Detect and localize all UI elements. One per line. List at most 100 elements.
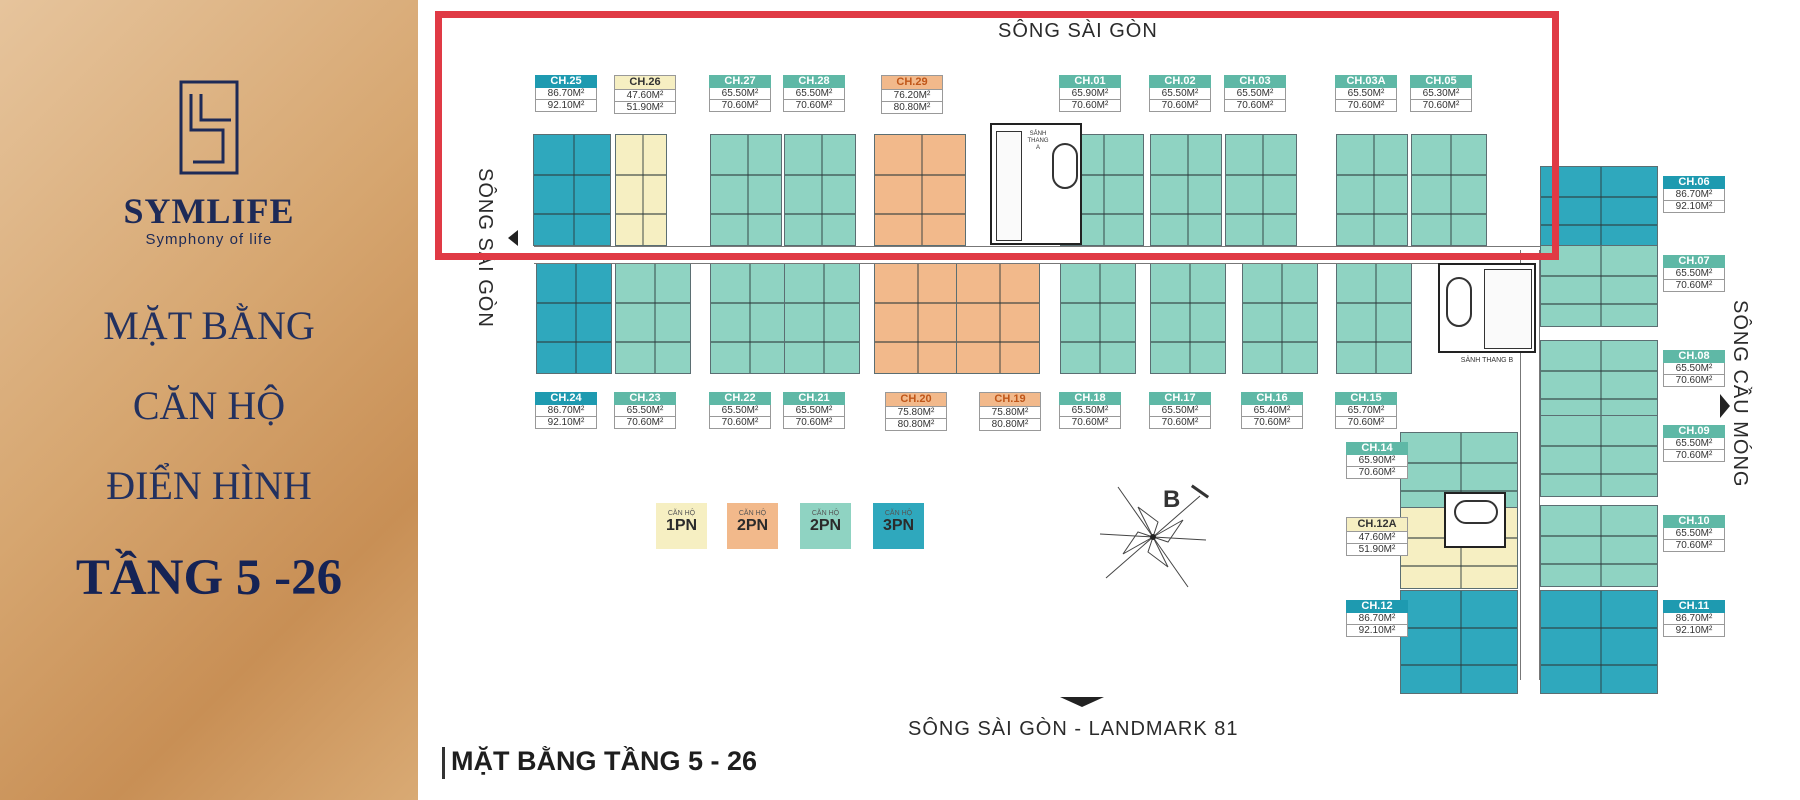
unit-area-gross: 70.60M² [783, 100, 845, 112]
unit-ch-20 [874, 262, 958, 374]
unit-area-net: 65.70M² [1335, 405, 1397, 417]
stair-core-c [1444, 492, 1506, 548]
corridor-east [1520, 250, 1540, 680]
unit-code: CH.12A [1346, 517, 1408, 532]
unit-area-net: 75.80M² [885, 407, 947, 419]
compass-rose-icon [1099, 486, 1207, 588]
unit-area-net: 86.70M² [1346, 613, 1408, 625]
unit-area-gross: 51.90M² [614, 102, 676, 114]
unit-area-net: 65.50M² [1663, 438, 1725, 450]
unit-code: CH.18 [1059, 392, 1121, 405]
unit-code: CH.25 [535, 75, 597, 88]
unit-area-net: 65.50M² [1663, 268, 1725, 280]
unit-code: CH.08 [1663, 350, 1725, 363]
lobby-a-label: SẢNH THANG A [1027, 131, 1049, 151]
unit-code: CH.20 [885, 392, 947, 407]
unit-area-gross: 70.60M² [709, 100, 771, 112]
footer-accent-bar [442, 747, 445, 779]
unit-area-gross: 92.10M² [1663, 201, 1725, 213]
unit-area-gross: 80.80M² [881, 102, 943, 114]
unit-ch-05 [1411, 134, 1487, 246]
sidebar-panel: SYMLIFE Symphony of life MẶT BẰNG CĂN HỘ… [0, 0, 418, 800]
unit-area-gross: 70.60M² [783, 417, 845, 429]
brand-tagline: Symphony of life [145, 231, 273, 248]
unit-code: CH.22 [709, 392, 771, 405]
unit-code: CH.26 [614, 75, 676, 90]
unit-area-net: 86.70M² [1663, 613, 1725, 625]
unit-area-net: 65.50M² [1335, 88, 1397, 100]
unit-ch-16 [1242, 262, 1318, 374]
unit-area-net: 65.30M² [1410, 88, 1472, 100]
unit-area-net: 65.90M² [1346, 455, 1408, 467]
unit-code: CH.07 [1663, 255, 1725, 268]
unit-area-gross: 70.60M² [1335, 100, 1397, 112]
unit-area-gross: 80.80M² [979, 419, 1041, 431]
title-line-2: CĂN HỘ [132, 383, 286, 428]
unit-code: CH.27 [709, 75, 771, 88]
unit-code: CH.28 [783, 75, 845, 88]
unit-area-net: 65.40M² [1241, 405, 1303, 417]
brand-name: SYMLIFE [123, 191, 295, 231]
unit-ch-09 [1540, 415, 1658, 497]
unit-area-net: 47.60M² [614, 90, 676, 102]
unit-ch-15 [1336, 262, 1412, 374]
unit-code: CH.03A [1335, 75, 1397, 88]
title-line-1: MẶT BẰNG [103, 303, 315, 348]
unit-area-gross: 92.10M² [1663, 625, 1725, 637]
unit-area-net: 65.50M² [1149, 88, 1211, 100]
legend-small-label: CĂN HỘ [884, 510, 913, 517]
unit-area-gross: 92.10M² [1346, 625, 1408, 637]
river-label-west: SÔNG SÀI GÒN [474, 168, 496, 328]
unit-ch-28 [784, 134, 856, 246]
unit-ch-08 [1540, 340, 1658, 422]
unit-code: CH.29 [881, 75, 943, 90]
elevator-core-a: SẢNH THANG A [990, 123, 1082, 245]
legend-big-label: 2PN [736, 517, 769, 534]
legend-small-label: CĂN HỘ [811, 510, 840, 517]
unit-area-gross: 92.10M² [535, 417, 597, 429]
unit-area-net: 65.50M² [1663, 363, 1725, 375]
river-label-north: SÔNG SÀI GÒN [998, 20, 1158, 42]
unit-ch-11 [1540, 590, 1658, 694]
unit-ch-27 [710, 134, 782, 246]
unit-code: CH.23 [614, 392, 676, 405]
unit-area-gross: 70.60M² [1663, 280, 1725, 292]
river-label-east: SÔNG CẦU MÓNG [1729, 300, 1751, 488]
unit-area-net: 65.50M² [1059, 405, 1121, 417]
unit-area-gross: 70.60M² [1059, 100, 1121, 112]
east-arrow-icon [1720, 394, 1730, 418]
unit-area-gross: 70.60M² [1149, 417, 1211, 429]
unit-ch-24 [536, 262, 612, 374]
unit-area-net: 65.50M² [709, 88, 771, 100]
unit-code: CH.24 [535, 392, 597, 405]
unit-area-net: 86.70M² [1663, 189, 1725, 201]
footer-title: MẶT BẰNG TẦNG 5 - 26 [451, 746, 758, 776]
unit-code: CH.14 [1346, 442, 1408, 455]
title-floor-range: TẦNG 5 -26 [75, 550, 343, 606]
unit-code: CH.16 [1241, 392, 1303, 405]
unit-ch-17 [1150, 262, 1226, 374]
unit-area-net: 65.50M² [1224, 88, 1286, 100]
unit-area-net: 65.50M² [1663, 528, 1725, 540]
unit-ch-22 [710, 262, 786, 374]
unit-ch-18 [1060, 262, 1136, 374]
unit-ch-07 [1540, 245, 1658, 327]
unit-code: CH.19 [979, 392, 1041, 407]
